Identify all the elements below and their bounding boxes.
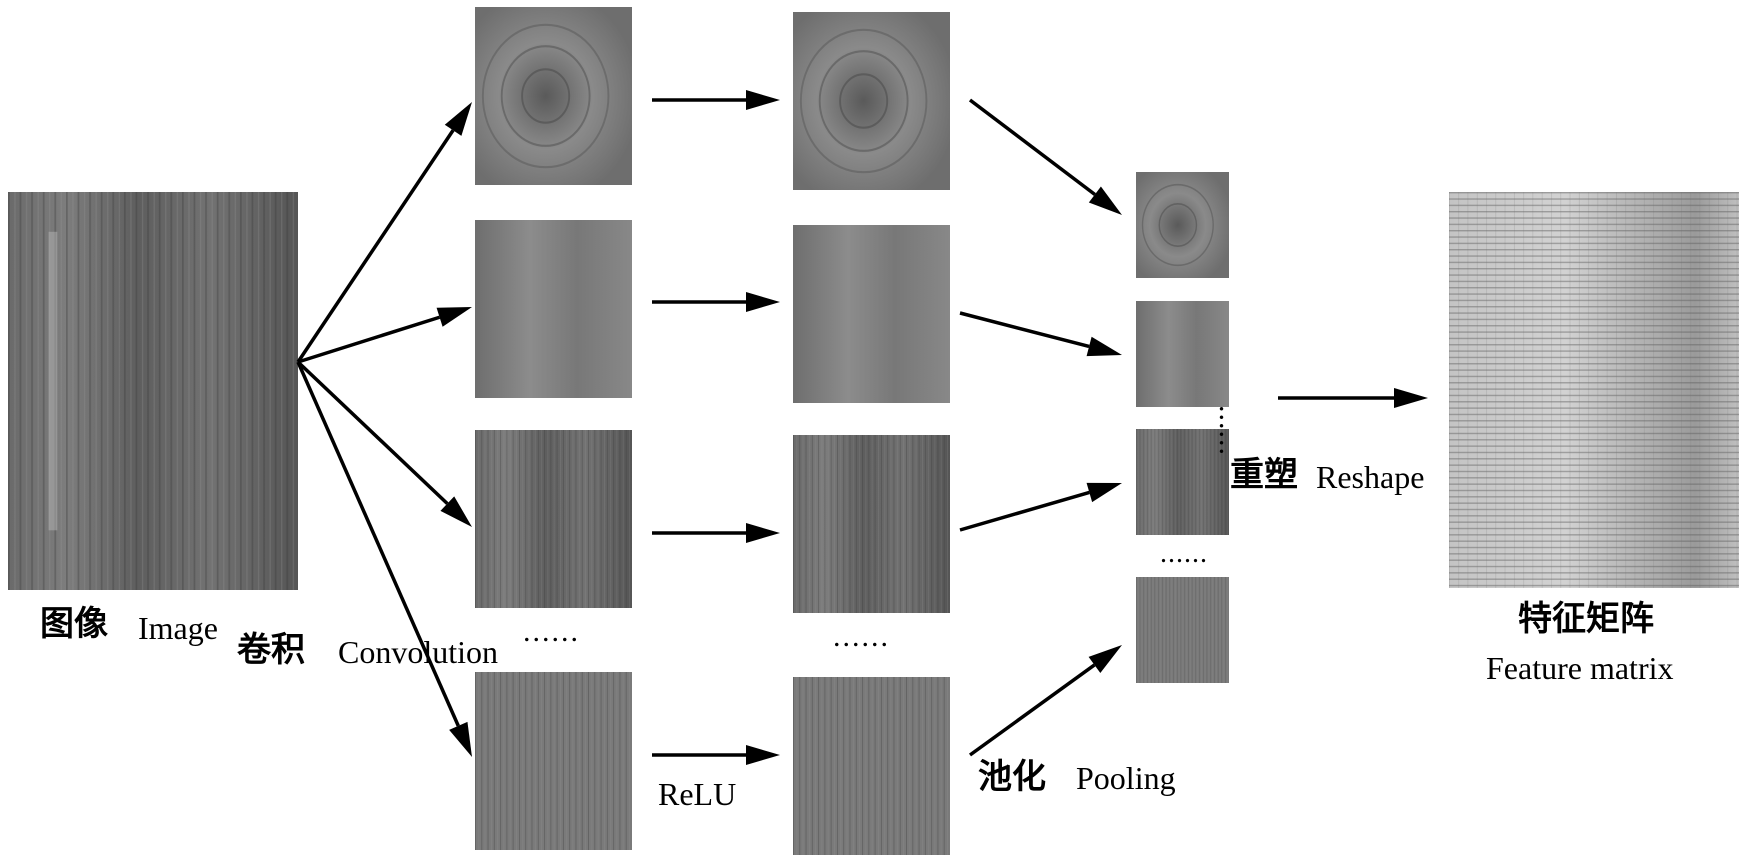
arrow-input-to-conv-2 bbox=[297, 307, 472, 364]
pool-feature-map-2 bbox=[1136, 301, 1229, 407]
output-label-zh: 特征矩阵 bbox=[1518, 599, 1654, 639]
feature-matrix bbox=[1449, 192, 1739, 588]
conv-feature-map-4 bbox=[475, 672, 632, 850]
relu-feature-map-3 bbox=[793, 435, 950, 613]
pool-feature-map-4 bbox=[1136, 577, 1229, 683]
arrow-reshape bbox=[1278, 388, 1428, 408]
relu-feature-map-2 bbox=[793, 225, 950, 403]
relu-label: ReLU bbox=[658, 776, 737, 812]
arrow-relu-to-pool-3 bbox=[959, 482, 1122, 532]
arrow-input-to-conv-3 bbox=[296, 360, 472, 527]
output-label-en: Feature matrix bbox=[1486, 650, 1674, 686]
relu-ellipsis: ...... bbox=[833, 620, 890, 653]
relu-feature-map-1 bbox=[793, 12, 950, 190]
arrow-relu-to-pool-2 bbox=[959, 311, 1122, 357]
pool-label-zh: 池化 bbox=[978, 757, 1046, 797]
reshape-label-en: Reshape bbox=[1316, 459, 1425, 495]
arrow-conv-to-relu-1 bbox=[652, 90, 780, 110]
pool-ellipsis-vertical: ...... bbox=[1213, 405, 1246, 456]
pool-feature-map-1 bbox=[1136, 172, 1229, 278]
conv-feature-map-2 bbox=[475, 220, 632, 398]
arrow-conv-to-relu-2 bbox=[652, 292, 780, 312]
relu-feature-map-4 bbox=[793, 677, 950, 855]
pool-feature-map-3 bbox=[1136, 429, 1229, 535]
conv-label-zh: 卷积 bbox=[237, 630, 305, 670]
conv-feature-map-3 bbox=[475, 430, 632, 608]
arrow-conv-to-relu-3 bbox=[652, 523, 780, 543]
pool-ellipsis: ...... bbox=[1160, 538, 1208, 569]
arrow-conv-to-relu-4 bbox=[652, 745, 780, 765]
reshape-label-zh: 重塑 bbox=[1230, 455, 1298, 495]
conv-label-en: Convolution bbox=[338, 634, 499, 670]
conv-ellipsis: ...... bbox=[523, 615, 580, 648]
arrow-input-to-conv-1 bbox=[296, 102, 472, 363]
arrow-relu-to-pool-4 bbox=[968, 645, 1122, 757]
arrow-relu-to-pool-1 bbox=[968, 98, 1122, 215]
input-label-en: Image bbox=[138, 610, 218, 646]
arrow-input-to-conv-4 bbox=[296, 361, 472, 757]
pool-label-en: Pooling bbox=[1076, 760, 1176, 796]
input-image bbox=[8, 192, 298, 590]
conv-feature-map-1 bbox=[475, 7, 632, 185]
input-label-zh: 图像 bbox=[40, 604, 108, 644]
